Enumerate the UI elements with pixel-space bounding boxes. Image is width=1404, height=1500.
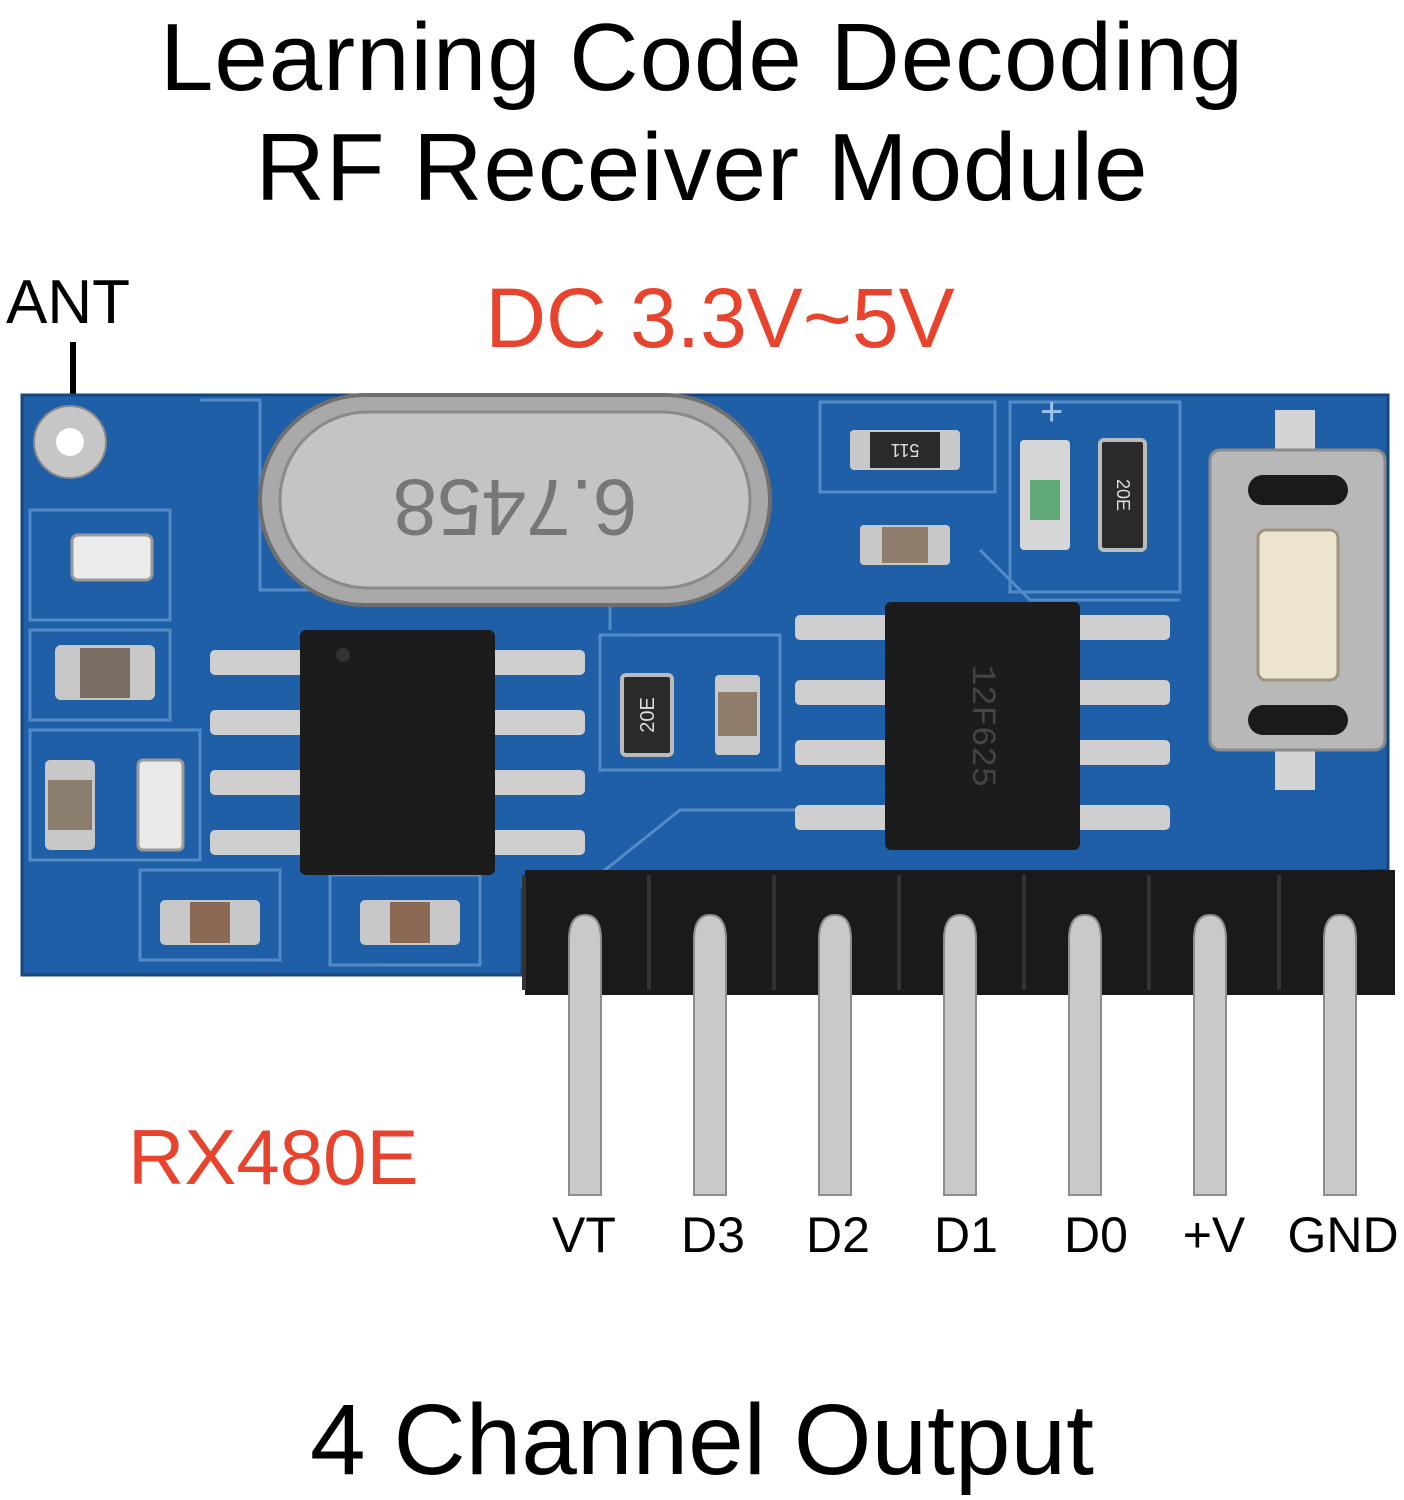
resistor-marking-top: 20E [1113,479,1133,511]
header-pin-0 [568,913,602,1196]
model-label: RX480E [128,1113,419,1201]
resistor-marking-middle: 20E [637,697,659,733]
pin-label-d0: D0 [1064,1207,1128,1263]
header-separator [647,875,651,990]
svg-text:+: + [1040,390,1063,434]
header-separator [897,875,901,990]
header-separator [1147,875,1151,990]
pin-label-vt: VT [552,1207,616,1263]
pin-label-d2: D2 [806,1207,870,1263]
bottom-title: 4 Channel Output [310,1384,1094,1496]
pin-label-vplus: +V [1182,1207,1246,1263]
chip-marking: 12F625 [962,665,1000,787]
header-separator [1277,875,1281,990]
crystal-oscillator: 6.7458 [258,393,772,607]
resistor-marking-511: 511 [891,440,920,460]
crystal-marking: 6.7458 [393,463,638,552]
title-line-1: Learning Code Decoding [159,4,1245,111]
antenna-label: ANT [6,268,130,337]
header-pin-5 [1193,913,1227,1196]
header-pin-4 [1068,913,1102,1196]
ic-chip-left [210,630,585,875]
smd-components-top-right: 511 20E + [850,390,1147,565]
pin-label-d3: D3 [681,1207,745,1263]
pin-label-d1: D1 [934,1207,998,1263]
header-separator [772,875,776,990]
tactile-switch [1208,410,1387,790]
pin-label-gnd: GND [1287,1207,1399,1263]
header-pin-2 [818,913,852,1196]
rf-receiver-module-photo: 6.7458 20E [20,342,1395,1196]
header-pin-6 [1323,913,1357,1196]
title-line-2: RF Receiver Module [255,114,1149,221]
ic-chip-right: 12F625 [795,602,1170,850]
smd-components-left [45,533,460,945]
header-separator [522,875,526,990]
voltage-label: DC 3.3V~5V [485,271,955,365]
header-pin-3 [943,913,977,1196]
header-separator [1022,875,1026,990]
pin-header [522,870,1395,1196]
antenna-hole [56,428,84,456]
header-pin-1 [693,913,727,1196]
smd-components-middle: 20E [620,673,760,757]
